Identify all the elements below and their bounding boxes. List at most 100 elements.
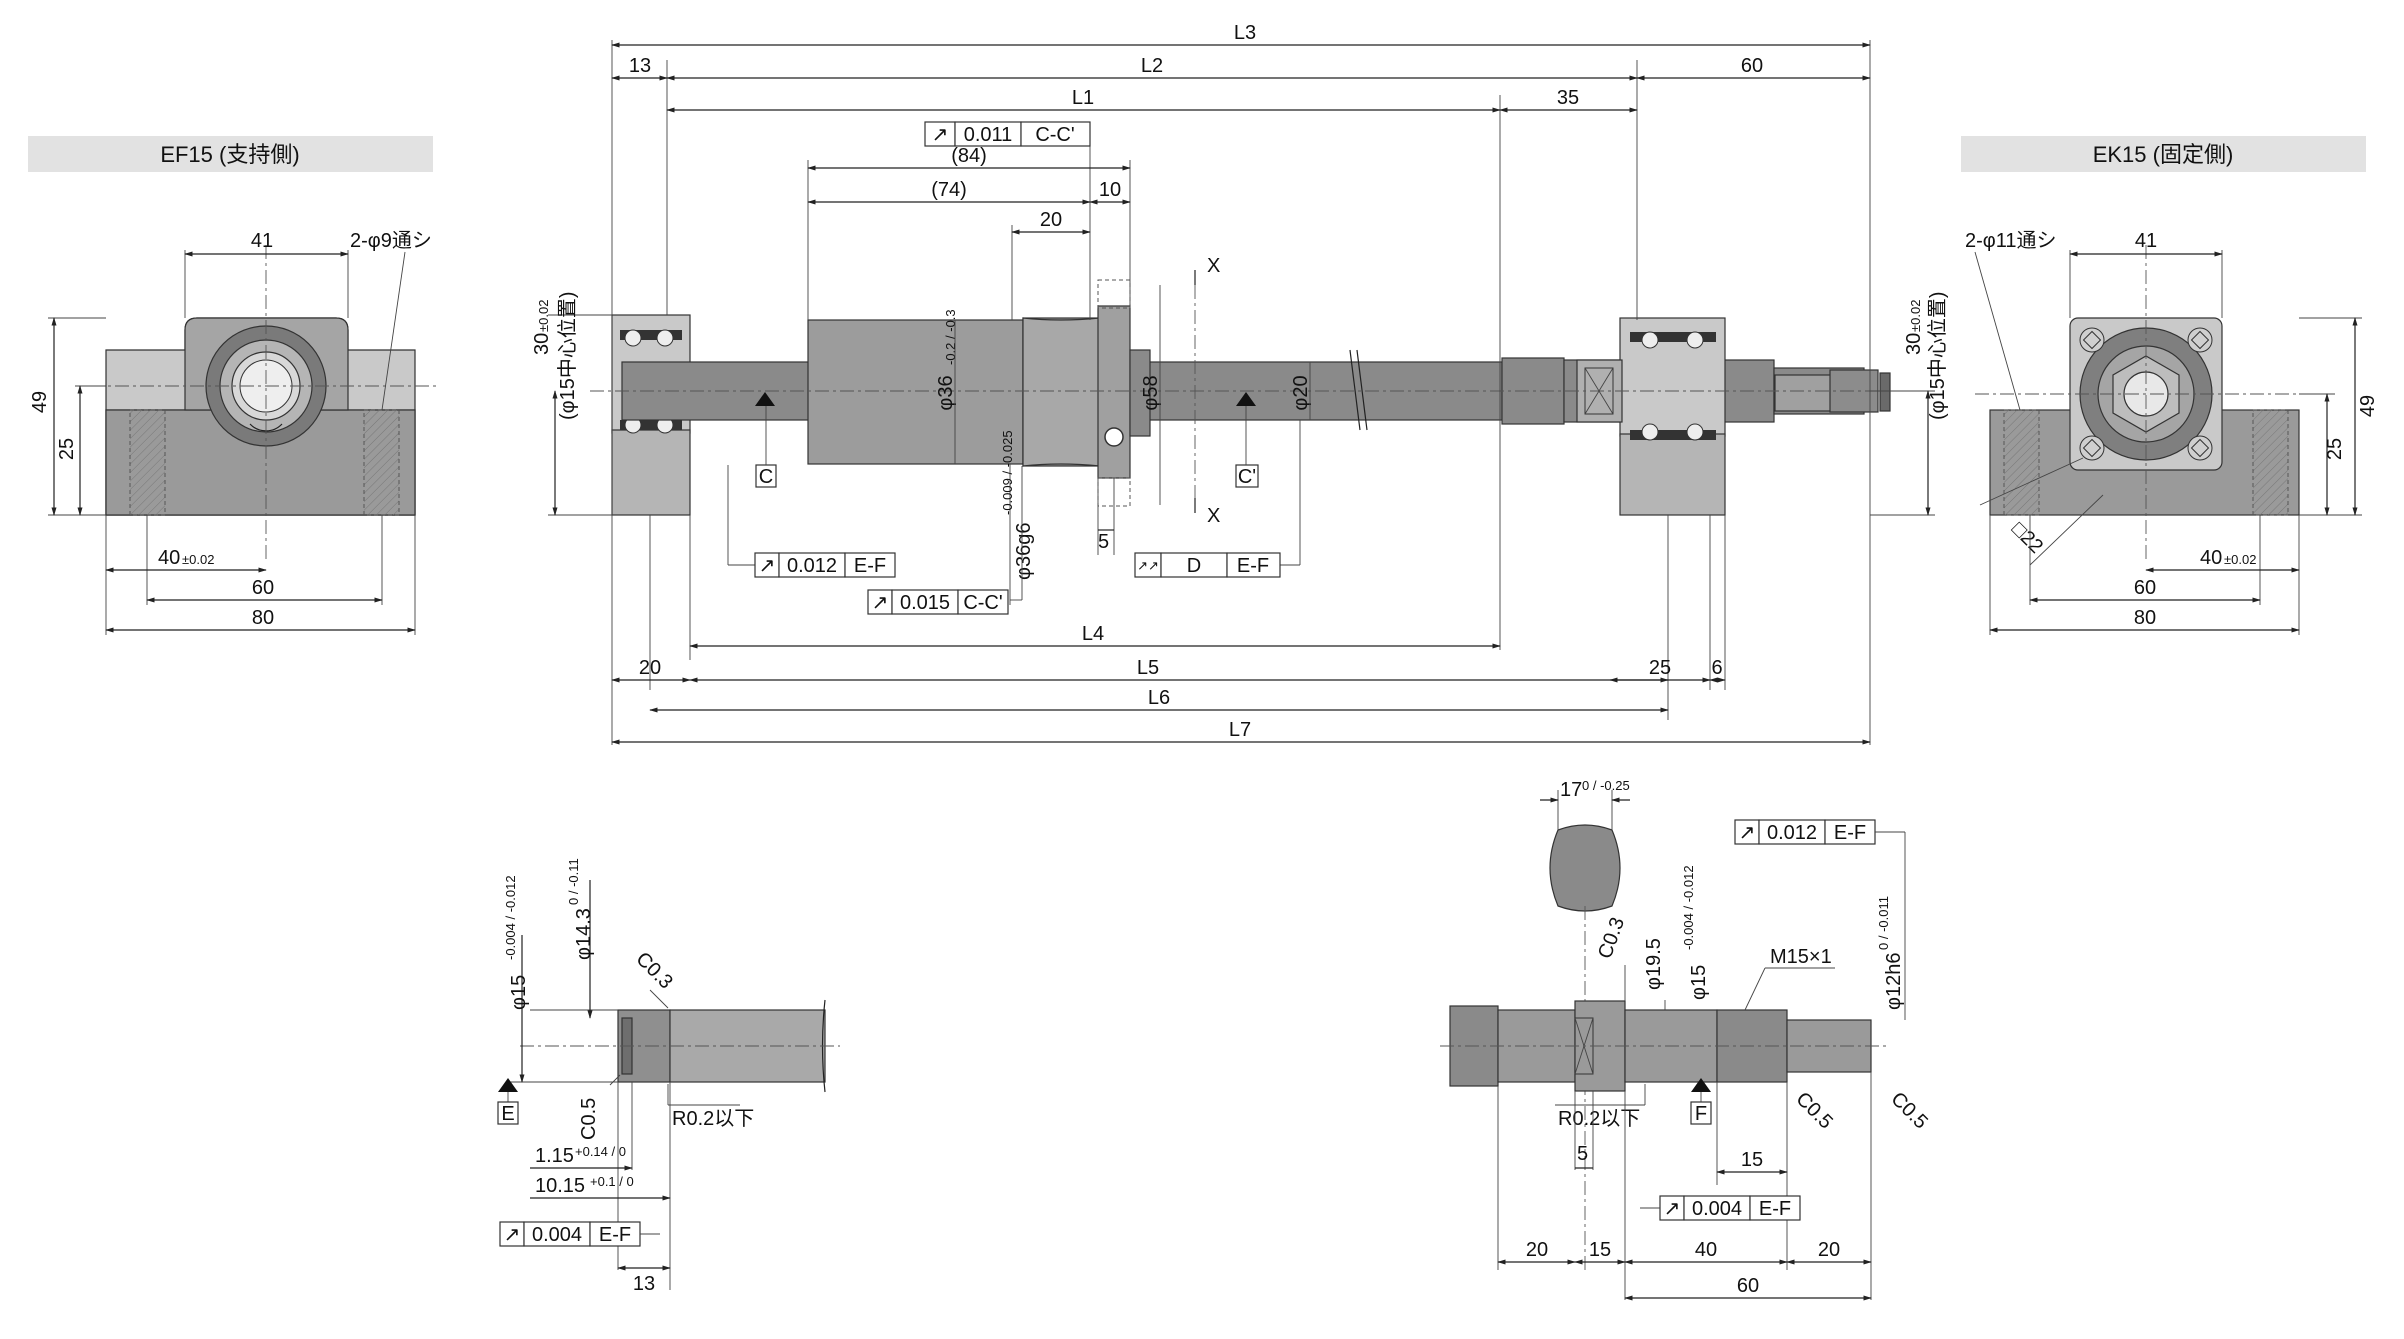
svg-text:D: D [1187,555,1201,577]
dim-30-right-tol: ±0.02 [1908,300,1923,332]
svg-text:C-C': C-C' [1035,124,1074,146]
ef15-title: EF15 (支持側) [160,142,299,167]
detail-left-shaft-end: φ15 -0.004 / -0.012 φ14.3 0 / -0.11 C0.3… [497,858,840,1295]
ef15-support-view: 41 2-φ9通シ 49 25 40 ±0.02 60 80 [29,229,440,635]
dim-phi36: φ36 [935,375,957,410]
dr-phi12h6-tol: 0 / -0.011 [1876,896,1891,950]
ek15-bolt-tr [2187,327,2213,353]
dim-84: (84) [951,145,987,167]
dl-c05: C0.5 [578,1098,600,1140]
svg-text:E-F: E-F [1834,822,1866,844]
svg-text:0.012: 0.012 [787,555,837,577]
dim-phi36g6: φ36g6 [1013,523,1035,580]
dim-30-right: 30 [1903,333,1925,355]
dr-phi195: φ19.5 [1643,938,1665,990]
svg-text:0.004: 0.004 [532,1224,582,1246]
svg-text:0.015: 0.015 [900,592,950,614]
dr-d20a: 20 [1526,1239,1548,1261]
dl-phi143-tol: 0 / -0.11 [566,858,581,905]
dr-d17-tol: 0 / -0.25 [1582,778,1630,793]
datum-C: C [759,466,773,488]
svg-text:↗: ↗ [1664,1198,1681,1220]
ek15-bolt-tl [2079,327,2105,353]
dim-L5: L5 [1137,657,1159,679]
dim-phi36-tol: -0.2 / -0.3 [943,309,958,365]
detail-right-shaft-end: 17 0 / -0.25 ↗ 0.012 E-F C0.3 φ19.5 φ15 … [1440,778,1932,1301]
ek15-dim-41: 41 [2135,230,2157,252]
dim-5: 5 [1098,531,1109,553]
svg-text:0.012: 0.012 [1767,822,1817,844]
svg-text:0.004: 0.004 [1692,1198,1742,1220]
dim-74: (74) [931,179,967,201]
svg-text:↗: ↗ [1739,822,1756,844]
dim-30-left-note: (φ15中心位置) [556,291,579,420]
dim-L6: L6 [1148,687,1170,709]
dr-c05a: C0.5 [1791,1088,1836,1133]
ek15-dim-40: 40 [2200,547,2222,569]
ball-screw-main-view: X X φ36 -0.2 / -0.3 φ58 φ20 C C' [531,22,1949,745]
ek15-fixed-view: 41 2-φ11通シ 49 25 □22 40 ±0.02 60 80 [1965,229,2379,635]
dim-30-right-note: (φ15中心位置) [1926,291,1949,420]
runout-frame-D: ↗↗ D E-F [1134,552,1281,578]
dr-m15: M15×1 [1770,946,1832,968]
ef15-dim-41: 41 [251,230,273,252]
ek15-bolt-bl [2079,435,2105,461]
ek15-dim-25: 25 [2324,438,2346,460]
dl-d115: 1.15 [535,1145,574,1167]
dim-L1: L1 [1072,87,1094,109]
ek15-hole-note: 2-φ11通シ [1965,229,2057,252]
dim-35: 35 [1557,87,1579,109]
ek15-dim-40-tol: ±0.02 [2224,552,2256,567]
dim-L7: L7 [1229,719,1251,741]
dr-runout-frame-top: ↗ 0.012 E-F [1734,819,1876,845]
dl-phi15-tol: -0.004 / -0.012 [503,875,518,960]
dim-L3: L3 [1234,22,1256,44]
dr-d15b: 15 [1589,1239,1611,1261]
dim-13-top: 13 [629,55,651,77]
dl-phi15: φ15 [508,975,530,1010]
datum-E: E [501,1103,514,1125]
datum-F: F [1695,1103,1707,1125]
svg-text:E-F: E-F [1759,1198,1791,1220]
ef15-hole-note: 2-φ9通シ [350,229,432,252]
ef15-dim-40-tol: ±0.02 [182,552,214,567]
ek15-dim-60: 60 [2134,577,2156,599]
dr-d20b: 20 [1818,1239,1840,1261]
dim-L2: L2 [1141,55,1163,77]
ef15-dim-60: 60 [252,577,274,599]
dl-d13: 13 [633,1273,655,1295]
dl-phi143: φ14.3 [573,908,595,960]
dim-L4: L4 [1082,623,1104,645]
dim-6: 6 [1711,657,1722,679]
dl-d1015-tol: +0.1 / 0 [590,1174,634,1189]
nut-flange [1097,305,1131,479]
dl-r02: R0.2以下 [672,1108,754,1130]
svg-text:↗: ↗ [759,555,776,577]
dim-phi58: φ58 [1140,375,1162,410]
datum-C2: C' [1238,466,1256,488]
ball-nut [807,319,1024,465]
svg-text:E-F: E-F [599,1224,631,1246]
dr-d17: 17 [1560,779,1582,801]
svg-text:E-F: E-F [854,555,886,577]
ek15-title: EK15 (固定側) [2093,142,2234,167]
svg-text:↗: ↗ [932,124,949,146]
svg-text:↗: ↗ [872,592,889,614]
ef15-dim-40: 40 [158,547,180,569]
dim-phi20: φ20 [1290,375,1312,410]
dr-runout-frame-bot: ↗ 0.004 E-F [1659,1195,1801,1221]
ek15-dim-sq22: □22 [2007,518,2047,558]
dim-25-bottom: 25 [1649,657,1671,679]
runout-frame-top: ↗ 0.011 C-C' [924,121,1091,147]
dr-section-17 [1549,824,1621,912]
ef15-dim-80: 80 [252,607,274,629]
ek15-bolt-br [2187,435,2213,461]
dl-runout-frame: ↗ 0.004 E-F [499,1221,641,1247]
svg-text:C-C': C-C' [963,592,1002,614]
dl-d115-tol: +0.14 / 0 [575,1144,626,1159]
dr-r02: R0.2以下 [1558,1108,1640,1130]
ek15-dim-80: 80 [2134,607,2156,629]
section-x-bottom: X [1207,505,1220,527]
ef15-header: EF15 (支持側) [28,136,433,172]
